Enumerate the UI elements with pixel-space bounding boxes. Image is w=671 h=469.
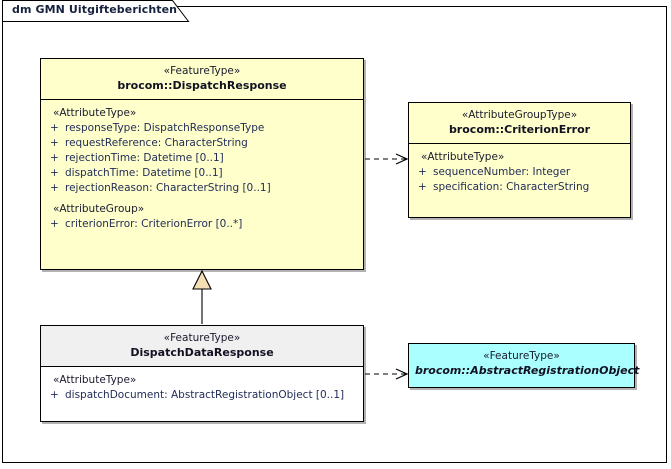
- attribute-visibility: +: [418, 181, 427, 193]
- diagram-title: dm GMN Uitgifteberichten: [12, 3, 178, 16]
- class-header-abstract-registration-object: «FeatureType» brocom::AbstractRegistrati…: [409, 344, 640, 384]
- attribute-text: criterionError: CriterionError [0..*]: [65, 218, 243, 230]
- class-dispatch-response[interactable]: «FeatureType» brocom::DispatchResponse «…: [40, 58, 364, 270]
- attribute-text: dispatchTime: Datetime [0..1]: [65, 167, 223, 179]
- attribute-group-stereotype: «AttributeType»: [421, 151, 505, 163]
- class-name: brocom::CriterionError: [448, 123, 591, 136]
- attribute-text: responseType: DispatchResponseType: [65, 122, 265, 134]
- compartment-divider: [41, 99, 363, 100]
- attribute-row[interactable]: + dispatchDocument: AbstractRegistrationO…: [45, 388, 359, 403]
- class-header-dispatch-response: «FeatureType» brocom::DispatchResponse: [41, 59, 363, 99]
- attribute-visibility: +: [50, 137, 59, 149]
- attribute-visibility: +: [50, 122, 59, 134]
- class-body-dispatch-data-response: «AttributeType» + dispatchDocument: Abstr…: [41, 367, 363, 409]
- attribute-row[interactable]: + sequenceNumber: Integer: [413, 165, 626, 180]
- attribute-text: rejectionTime: Datetime [0..1]: [65, 152, 224, 164]
- attribute-text: rejectionReason: CharacterString [0..1]: [65, 182, 271, 194]
- class-body-criterion-error: «AttributeType» + sequenceNumber: Integer…: [409, 144, 630, 201]
- attribute-row[interactable]: + specification: CharacterString: [413, 180, 626, 195]
- class-name: DispatchDataResponse: [130, 346, 274, 359]
- attribute-visibility: +: [50, 218, 59, 230]
- class-header-criterion-error: «AttributeGroupType» brocom::CriterionEr…: [409, 103, 630, 143]
- attribute-group-stereotype: «AttributeGroup»: [53, 203, 145, 215]
- class-stereotype: «FeatureType»: [163, 65, 241, 77]
- class-stereotype: «FeatureType»: [163, 332, 241, 344]
- compartment-divider: [41, 366, 363, 367]
- attribute-row[interactable]: + rejectionTime: Datetime [0..1]: [45, 151, 359, 166]
- title-tab-shape: [2, 0, 190, 22]
- class-stereotype: «AttributeGroupType»: [461, 109, 578, 121]
- attribute-group-stereotype: «AttributeType»: [53, 374, 137, 386]
- class-header-dispatch-data-response: «FeatureType» DispatchDataResponse: [41, 326, 363, 366]
- attribute-visibility: +: [50, 389, 59, 401]
- class-dispatch-data-response[interactable]: «FeatureType» DispatchDataResponse «Attr…: [40, 325, 364, 422]
- attribute-text: specification: CharacterString: [433, 181, 590, 193]
- attribute-visibility: +: [50, 167, 59, 179]
- attribute-text: sequenceNumber: Integer: [433, 166, 571, 178]
- attribute-visibility: +: [418, 166, 427, 178]
- class-name: brocom::DispatchResponse: [117, 79, 287, 92]
- class-criterion-error[interactable]: «AttributeGroupType» brocom::CriterionEr…: [408, 102, 631, 218]
- attribute-row[interactable]: + rejectionReason: CharacterString [0..1]: [45, 181, 359, 196]
- class-stereotype: «FeatureType»: [483, 350, 560, 362]
- compartment-divider: [409, 143, 630, 144]
- class-body-dispatch-response: «AttributeType» + responseType: DispatchR…: [41, 100, 363, 238]
- attribute-visibility: +: [50, 182, 59, 194]
- attribute-row[interactable]: + criterionError: CriterionError [0..*]: [45, 217, 359, 232]
- attribute-row[interactable]: + responseType: DispatchResponseType: [45, 121, 359, 136]
- class-name: brocom::AbstractRegistrationObject: [415, 364, 640, 377]
- attribute-text: requestReference: CharacterString: [65, 137, 248, 149]
- attribute-row[interactable]: + requestReference: CharacterString: [45, 136, 359, 151]
- attribute-row[interactable]: + dispatchTime: Datetime [0..1]: [45, 166, 359, 181]
- attribute-group-stereotype: «AttributeType»: [53, 107, 137, 119]
- class-abstract-registration-object[interactable]: «FeatureType» brocom::AbstractRegistrati…: [408, 343, 640, 388]
- diagram-title-tab: dm GMN Uitgifteberichten: [2, 0, 192, 22]
- attribute-text: dispatchDocument: AbstractRegistrationOb…: [65, 389, 345, 401]
- attribute-visibility: +: [50, 152, 59, 164]
